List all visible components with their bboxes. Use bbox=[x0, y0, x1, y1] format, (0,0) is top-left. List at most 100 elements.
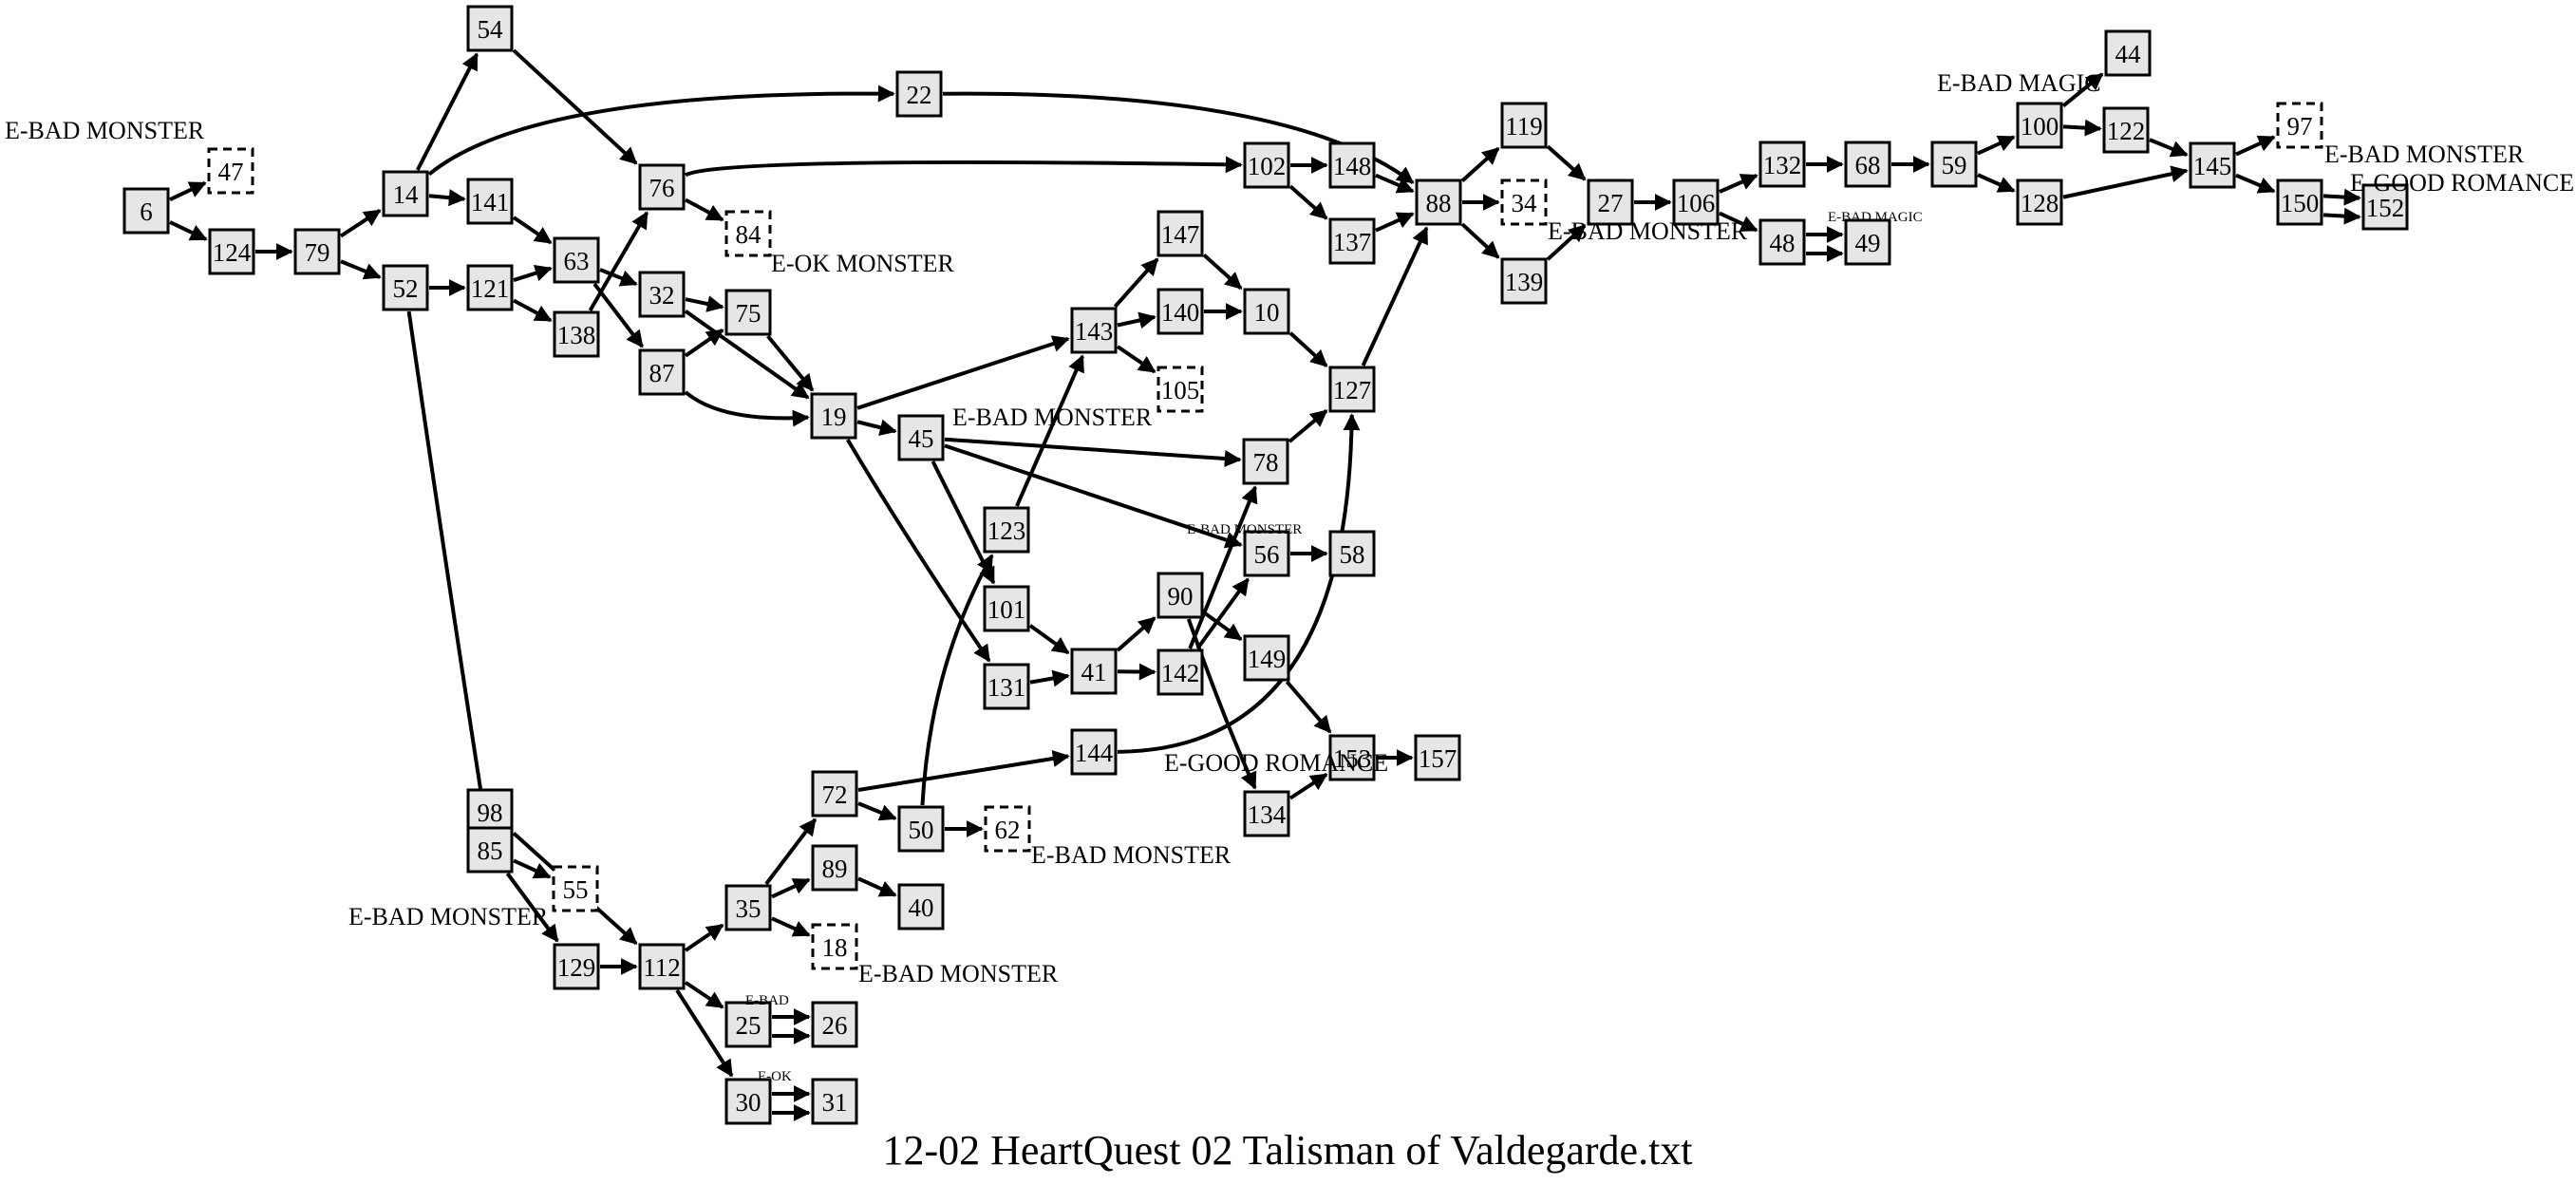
node-72: 72 bbox=[811, 770, 858, 818]
node-62: 62 bbox=[984, 805, 1031, 853]
node-label: 6 bbox=[140, 197, 153, 226]
edge-100-to-44 bbox=[2061, 72, 2104, 108]
edge-112-to-35 bbox=[684, 923, 724, 952]
edge-100-to-122 bbox=[2062, 119, 2102, 137]
node-box bbox=[466, 178, 514, 225]
node-147: 147 bbox=[1156, 210, 1204, 257]
edge-142-to-78 bbox=[1188, 485, 1258, 649]
edge-131-to-41 bbox=[1029, 669, 1070, 687]
node-101: 101 bbox=[983, 585, 1030, 632]
edge-150-to-152 bbox=[2322, 188, 2361, 206]
edge-101-to-41 bbox=[1028, 624, 1070, 655]
node-98: 98 bbox=[466, 788, 514, 836]
ending-label-62: E-BAD MONSTER bbox=[1031, 841, 1232, 869]
node-122: 122 bbox=[2102, 106, 2150, 154]
edge-112-to-30 bbox=[675, 988, 734, 1078]
node-124: 124 bbox=[208, 228, 255, 275]
edge-72-to-144 bbox=[857, 750, 1070, 792]
node-90: 90 bbox=[1156, 572, 1204, 619]
node-box bbox=[1070, 648, 1118, 695]
node-label: 124 bbox=[213, 238, 252, 267]
node-box bbox=[1587, 179, 1634, 226]
node-30: 30 bbox=[724, 1078, 772, 1125]
node-153: 153 bbox=[1328, 734, 1376, 781]
edge-35-to-72 bbox=[764, 818, 818, 886]
node-box bbox=[2016, 102, 2063, 149]
node-label: 30 bbox=[736, 1088, 762, 1117]
node-label: 101 bbox=[987, 595, 1026, 624]
edge-119-to-27 bbox=[1546, 144, 1587, 181]
edge-121-to-138 bbox=[513, 298, 553, 323]
edge-59-to-128 bbox=[1977, 173, 2016, 193]
edge-63-to-87 bbox=[592, 282, 644, 348]
node-box bbox=[2276, 179, 2323, 226]
annotations-layer: E-BAD MONSTER E-OK MONSTER E-BAD MONSTER E-… bbox=[5, 69, 2574, 1084]
node-119: 119 bbox=[1500, 102, 1548, 149]
node-label: 49 bbox=[1855, 229, 1881, 257]
edge-85-to-55 bbox=[513, 858, 552, 879]
node-label: 105 bbox=[1161, 376, 1200, 404]
node-box bbox=[1844, 218, 1891, 266]
node-label: 132 bbox=[1763, 151, 1802, 179]
node-128: 128 bbox=[2016, 179, 2063, 226]
node-27: 27 bbox=[1587, 179, 1634, 226]
node-box bbox=[1758, 141, 1806, 188]
node-85: 85 bbox=[466, 826, 514, 874]
edge-32-to-19 bbox=[684, 310, 810, 400]
node-label: 123 bbox=[987, 517, 1026, 545]
node-box bbox=[2276, 102, 2323, 149]
node-box bbox=[897, 414, 945, 461]
node-box bbox=[1156, 366, 1204, 413]
ending-label-84: E-OK MONSTER bbox=[771, 250, 954, 277]
edge-138-to-76 bbox=[588, 211, 649, 312]
node-box bbox=[724, 210, 772, 257]
node-box bbox=[382, 170, 429, 217]
node-label: 19 bbox=[821, 403, 847, 431]
edge-143-to-147 bbox=[1113, 257, 1159, 309]
ending-label-49: E-BAD MAGIC bbox=[1828, 210, 1923, 225]
node-label: 90 bbox=[1168, 582, 1194, 611]
node-box bbox=[1500, 179, 1548, 226]
node-58: 58 bbox=[1328, 530, 1376, 577]
edge-143-to-140 bbox=[1117, 311, 1156, 329]
ending-label-26: E-BAD bbox=[745, 993, 789, 1008]
node-149: 149 bbox=[1243, 634, 1290, 682]
ending-label-153: E-GOOD ROMANCE bbox=[1164, 749, 1388, 777]
edge-41-to-90 bbox=[1116, 616, 1156, 652]
node-label: 31 bbox=[822, 1088, 848, 1117]
node-box bbox=[638, 348, 686, 396]
edge-54-to-76 bbox=[512, 48, 638, 165]
edge-144-to-127 bbox=[1117, 413, 1361, 754]
node-label: 68 bbox=[1855, 151, 1881, 179]
node-141: 141 bbox=[466, 178, 514, 225]
node-box bbox=[1243, 288, 1290, 335]
node-19: 19 bbox=[810, 392, 857, 440]
node-10: 10 bbox=[1243, 288, 1290, 335]
node-84: 84 bbox=[724, 210, 772, 257]
node-label: 62 bbox=[995, 816, 1021, 844]
edge-79-to-14 bbox=[339, 209, 382, 238]
edge-149-to-153 bbox=[1285, 680, 1332, 734]
edge-19-to-45 bbox=[856, 419, 897, 437]
node-14: 14 bbox=[382, 170, 429, 217]
node-18: 18 bbox=[811, 923, 858, 970]
node-label: 141 bbox=[471, 188, 510, 216]
node-100: 100 bbox=[2016, 102, 2063, 149]
node-45: 45 bbox=[897, 414, 945, 461]
node-127: 127 bbox=[1328, 366, 1376, 413]
node-label: 87 bbox=[649, 359, 675, 387]
node-54: 54 bbox=[466, 5, 514, 52]
edge-87-to-75 bbox=[684, 329, 724, 358]
node-label: 34 bbox=[1512, 189, 1538, 217]
node-89: 89 bbox=[811, 844, 858, 892]
node-box bbox=[983, 585, 1030, 632]
node-box bbox=[1328, 734, 1376, 781]
node-102: 102 bbox=[1243, 141, 1290, 189]
ending-label-47: E-BAD MONSTER bbox=[5, 117, 205, 144]
node-106: 106 bbox=[1672, 179, 1720, 226]
node-box bbox=[1844, 141, 1891, 188]
node-label: 112 bbox=[643, 953, 681, 982]
node-52: 52 bbox=[382, 264, 429, 311]
edge-147-to-10 bbox=[1202, 254, 1243, 291]
